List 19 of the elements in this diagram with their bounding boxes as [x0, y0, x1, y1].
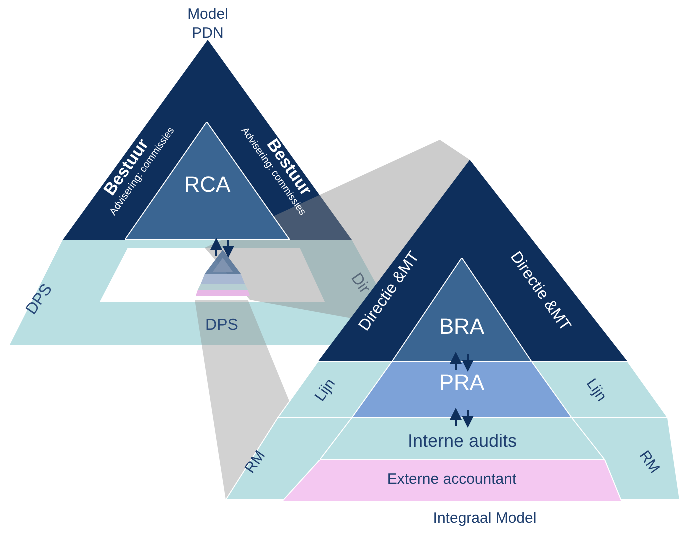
layer-label: Externe accountant	[387, 471, 517, 488]
band-label: RM	[628, 438, 672, 486]
model-caption: Integraal Model	[432, 510, 538, 529]
layer-label: BRA	[439, 314, 485, 339]
arrow	[450, 352, 462, 370]
layer-label: Interne audits	[408, 431, 518, 451]
band-label: Lijn	[576, 366, 618, 414]
layer-label: RCA	[184, 172, 231, 197]
band-label: DPS	[197, 314, 247, 338]
layer-label: PRA	[439, 370, 485, 395]
band-label: RM	[234, 438, 276, 486]
arrow	[450, 408, 462, 426]
picture	[195, 248, 250, 298]
band-label: Lijn	[304, 366, 346, 414]
model-caption: Model PDN	[186, 6, 230, 44]
arrow	[462, 354, 474, 372]
arrow	[462, 410, 474, 428]
arrow	[222, 240, 234, 258]
arrow	[210, 238, 222, 256]
